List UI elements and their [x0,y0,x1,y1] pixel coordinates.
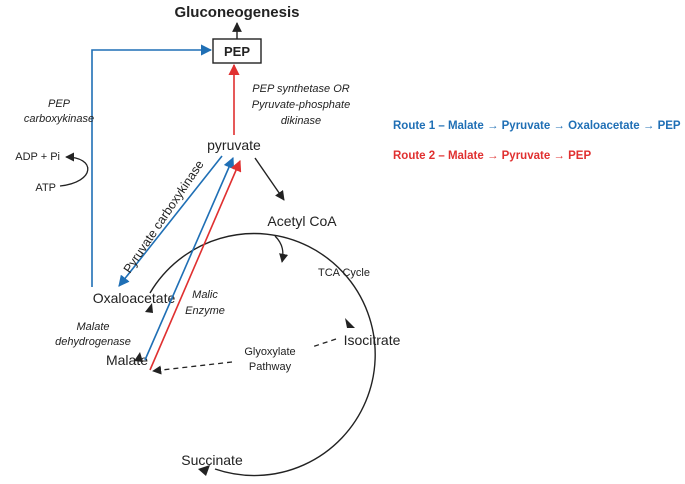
pep-synthetase-label-2: Pyruvate-phosphate [252,99,350,111]
pep-carboxykinase-label-2: carboxykinase [24,113,94,125]
malate-label: Malate [106,352,148,368]
atp-label: ATP [35,182,56,194]
acetyl-coa-label: Acetyl CoA [267,213,337,229]
malate-dehydrogenase-label-1: Malate [76,321,109,333]
malate-dehydrogenase-label-2: dehydrogenase [55,336,131,348]
pep-box [212,38,262,64]
pep-label: PEP [224,44,250,59]
adp-pi-label: ADP + Pi [15,151,60,163]
pyruvate-label: pyruvate [207,137,261,153]
acetylcoa-entry-arrow [274,235,289,263]
tca-arrowhead-oxaloacetate [145,303,153,313]
diagram-title: Gluconeogenesis [174,4,299,21]
pep-synthetase-label-3: dikinase [281,115,321,127]
tca-arrowhead-malate [134,352,143,362]
pyruvate-carboxykinase-label: Pyruvate carboxykinase [121,158,207,276]
malic-enzyme-label-2: Enzyme [185,305,225,317]
pep-carboxykinase-label-1: PEP [48,98,71,110]
malic-enzyme-label-1: Malic [192,289,218,301]
route-1-label: Route 1 – Malate → Pyruvate → Oxaloaceta… [393,120,681,132]
glyoxylate-label-1: Glyoxylate [244,346,295,358]
pep-synthetase-label-1: PEP synthetase OR [252,83,349,95]
glyoxylate-label-2: Pathway [249,361,292,373]
atp-to-adp-arrow [59,152,89,187]
malate-to-pyruvate-blue-arrow [144,156,235,361]
pyruvate-to-acetylcoa-arrow [254,157,285,201]
isocitrate-label: Isocitrate [344,332,401,348]
tca-cycle-label: TCA Cycle [318,267,370,279]
pyruvate-to-oxaloacetate-blue-arrow [118,155,223,287]
malate-to-pyruvate-red-arrow [149,159,242,371]
succinate-label: Succinate [181,452,243,468]
oxaloacetate-to-pep-arrow [91,44,213,287]
oxaloacetate-label: Oxaloacetate [93,290,176,306]
route-2-label: Route 2 – Malate → Pyruvate → PEP [393,150,591,162]
tca-arrowhead-isocitrate [345,318,355,328]
tca-arrowhead-succinate [198,465,210,476]
glyoxylate-dash-upper [311,338,337,348]
tca-cycle-ring [149,232,376,477]
glyoxylate-dash-lower [152,361,233,375]
